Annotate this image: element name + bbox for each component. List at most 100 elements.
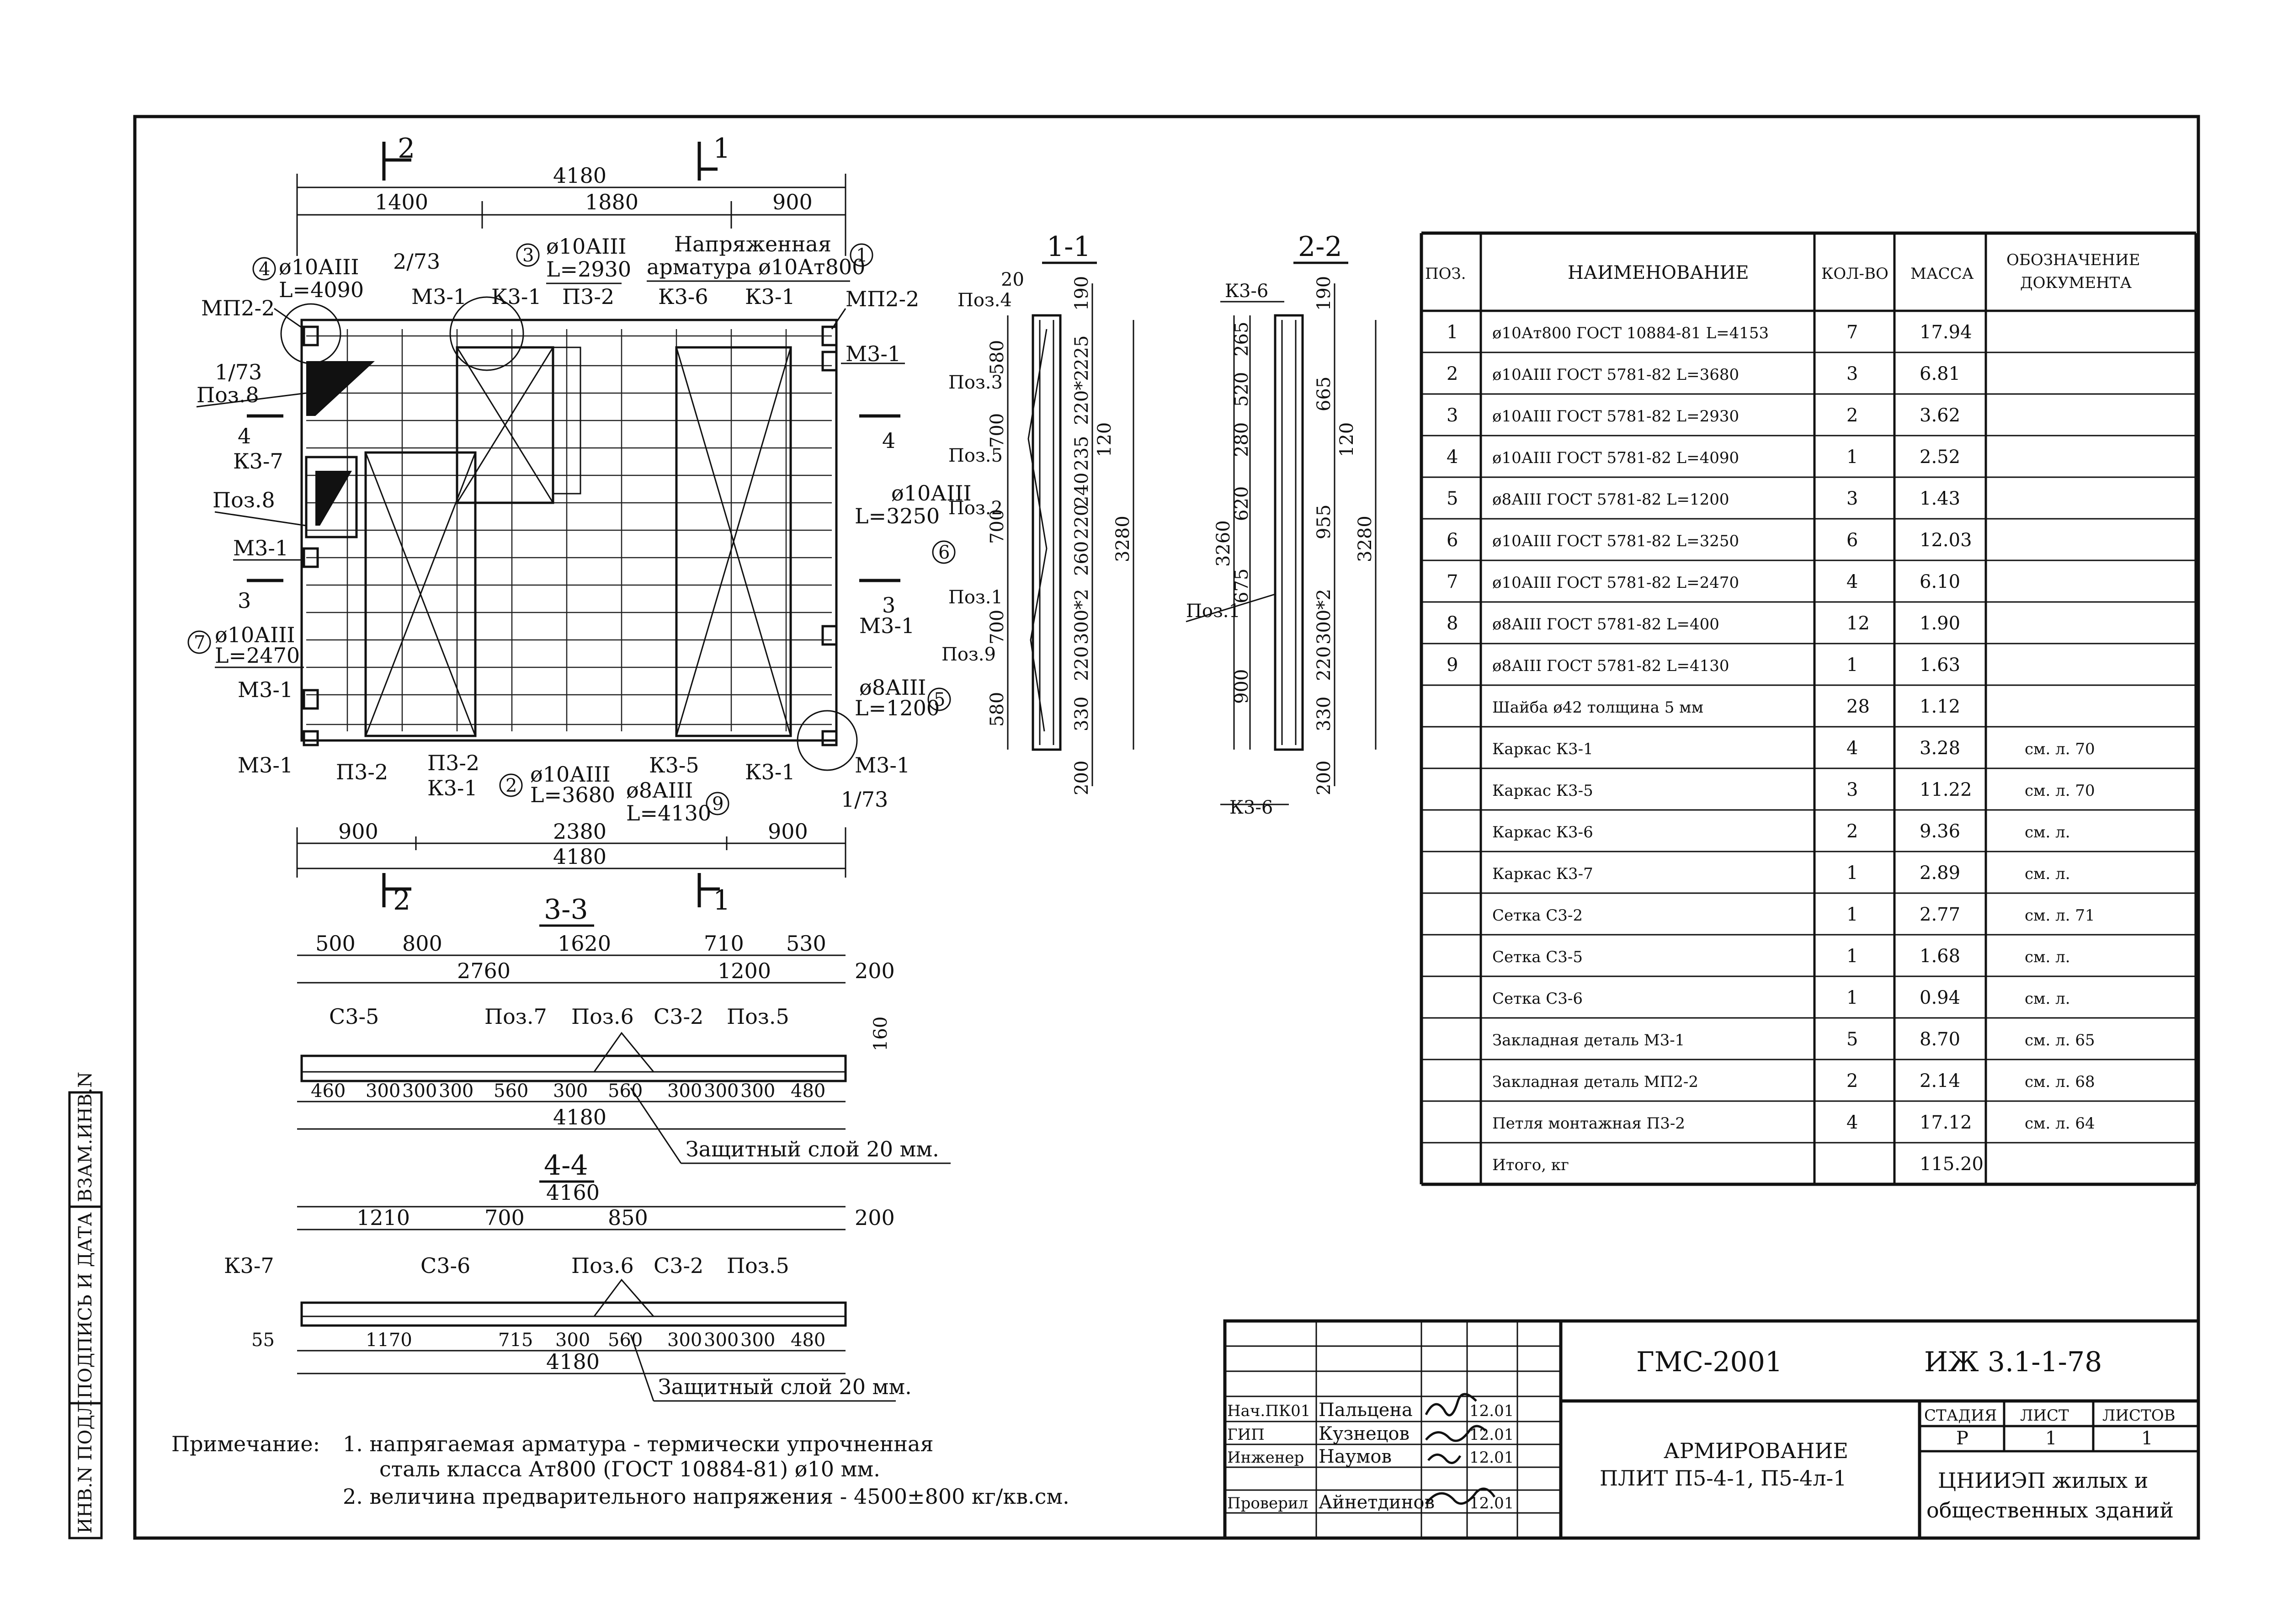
row-5-qty: 3 — [1846, 488, 1858, 509]
s44-label-c3-6: С3-6 — [420, 1253, 470, 1278]
row-19-mass: 2.14 — [1920, 1070, 1960, 1092]
row-2-pos: 2 — [1447, 363, 1458, 384]
section-mark-2-bottom: 2 — [393, 884, 410, 916]
s11-right-dim-7: 260 — [1071, 541, 1092, 576]
row-14-name: Каркас К3-7 — [1492, 865, 1593, 883]
row-10-qty: 28 — [1846, 696, 1870, 717]
side-stamp: ИНВ.N ПОДЛ ПОДПИСЬ И ДАТА ВЗАМ.ИНВ.N — [68, 1072, 103, 1539]
row-1-qty: 7 — [1846, 322, 1858, 343]
s11-right-dim-4: 235 — [1071, 436, 1092, 471]
row-21-mass: 115.20 — [1920, 1154, 1984, 1175]
row-8-qty: 12 — [1846, 613, 1870, 634]
row-1-name: ø10Ат800 ГОСТ 10884-81 L=4153 — [1492, 324, 1769, 342]
s22-total: 3280 — [1355, 516, 1376, 562]
callout-pos6: ø10АIII — [891, 481, 972, 506]
section-1-1-title: 1-1 — [1047, 231, 1091, 263]
s22-right-dim-5: 220 — [1314, 646, 1335, 681]
section-cut-3-right: 3 — [882, 593, 895, 618]
s11-right-dim-5: 240 — [1071, 473, 1092, 507]
stage-header: СТАДИЯ — [1924, 1406, 1997, 1425]
row-18-mass: 8.70 — [1920, 1029, 1960, 1050]
row-9-name: ø8АIII ГОСТ 5781-82 L=4130 — [1492, 657, 1729, 675]
callout-pos2-len: L=3680 — [530, 783, 615, 807]
row-8-pos: 8 — [1447, 613, 1458, 634]
s33-top2-dim-3: 200 — [855, 958, 895, 983]
label-m3-1-l3: М3-1 — [238, 753, 293, 777]
s22-right-dim-4: 300*2 — [1314, 589, 1335, 644]
s11-left-dim-2: 700 — [987, 413, 1008, 448]
title-block: Нач.ПК01 Пальцена 12.01 ГИП Кузнецов 12.… — [1223, 1319, 2200, 1540]
s33-bottom-dim-10: 300 — [740, 1081, 775, 1102]
s44-label-poz5: Поз.5 — [727, 1253, 789, 1278]
row-20-qty: 4 — [1846, 1112, 1858, 1133]
notes-line-2: сталь класса Ат800 (ГОСТ 10884-81) ø10 м… — [379, 1457, 880, 1481]
s11-left-dim-5: 580 — [987, 692, 1008, 727]
s11-left-dim-3: 700 — [987, 509, 1008, 544]
s33-bottom-dim-6: 300 — [553, 1081, 588, 1102]
s11-label-poz4: Поз.4 — [957, 290, 1012, 311]
row-20-name: Петля монтажная П3-2 — [1492, 1114, 1685, 1133]
section-4-4: 4-4 4160 1210 700 850 200 К3-7 С3-6 Поз.… — [224, 1150, 912, 1402]
row-19-qty: 2 — [1846, 1070, 1858, 1092]
row-3-pos: 3 — [1447, 405, 1458, 426]
s33-top2-dim-2: 1200 — [718, 958, 771, 983]
row-9-qty: 1 — [1846, 655, 1858, 676]
row-8-name: ø8АIII ГОСТ 5781-82 L=400 — [1492, 615, 1719, 634]
s11-right-dim-10: 330 — [1071, 697, 1092, 731]
signature-3 — [1427, 1454, 1462, 1464]
callout-prestress-2: арматура ø10Ат800 — [647, 255, 865, 279]
s22-right-dim-1: 190 — [1314, 276, 1335, 311]
dim-bottom-2: 2380 — [553, 819, 606, 844]
row-13-mass: 9.36 — [1920, 821, 1960, 842]
s33-bottom-dim-8: 300 — [667, 1081, 702, 1102]
row-15-name: Сетка С3-2 — [1492, 906, 1583, 925]
callout-pos9-len: L=4130 — [626, 801, 711, 825]
row-16-name: Сетка С3-5 — [1492, 948, 1583, 966]
circle-num-2: 2 — [505, 775, 517, 796]
label-1-73: 1/73 — [215, 360, 262, 384]
s22-left-dim-1: 265 — [1231, 322, 1252, 357]
callout-pos5: ø8АIII — [859, 675, 926, 700]
dim-top-2: 1880 — [585, 190, 638, 214]
s44-top-dim-3: 850 — [608, 1205, 648, 1230]
sheets-header: ЛИСТОВ — [2102, 1406, 2176, 1425]
sheet-frame — [133, 115, 2200, 1540]
row-16-doc: см. л. — [2025, 948, 2070, 966]
circle-num-7: 7 — [194, 632, 205, 653]
row-13-doc: см. л. — [2025, 823, 2070, 841]
label-m3-1-l2: М3-1 — [238, 677, 293, 702]
s11-right-extra: 120 — [1094, 422, 1115, 457]
row-4-mass: 2.52 — [1920, 447, 1960, 468]
th-name: НАИМЕНОВАНИЕ — [1568, 262, 1749, 283]
row-7-pos: 7 — [1447, 571, 1458, 592]
s11-right-dim-2: 225 — [1071, 335, 1092, 370]
s33-bottom-dim-9: 300 — [704, 1081, 739, 1102]
s22-right-dim-3: 955 — [1314, 505, 1335, 539]
s11-top-dim: 20 — [1001, 269, 1024, 290]
sig-name-3: Наумов — [1319, 1446, 1392, 1467]
s44-label-poz6: Поз.6 — [571, 1253, 634, 1278]
sig-date-4: 12.01 — [1469, 1494, 1514, 1512]
s33-bottom-dim-1: 460 — [311, 1081, 346, 1102]
row-18-qty: 5 — [1846, 1029, 1858, 1050]
label-m3-1-r1: М3-1 — [846, 341, 901, 366]
row-7-qty: 4 — [1846, 571, 1858, 592]
circle-num-6: 6 — [938, 542, 950, 563]
s44-bottom-dim-8: 300 — [740, 1330, 775, 1351]
project-code: ГМС-2001 — [1636, 1346, 1782, 1378]
stage-value: Р — [1956, 1428, 1968, 1449]
section-1-1: 1-1 20 580 700 700 700 580 190 225 220*2… — [942, 231, 1134, 795]
row-9-mass: 1.63 — [1920, 655, 1960, 676]
s33-label-c3-5: С3-5 — [329, 1004, 379, 1029]
row-3-name: ø10АIII ГОСТ 5781-82 L=2930 — [1492, 407, 1739, 426]
s44-bottom-dim-4: 300 — [555, 1330, 590, 1351]
s44-total-top: 4160 — [546, 1180, 600, 1205]
row-5-mass: 1.43 — [1920, 488, 1960, 509]
row-14-doc: см. л. — [2025, 865, 2070, 883]
s44-label-k3-7: К3-7 — [224, 1253, 274, 1278]
th-doc-1: ОБОЗНАЧЕНИЕ — [2006, 251, 2140, 269]
s11-right-dim-8: 300*2 — [1071, 589, 1092, 644]
plan-view: 4180 1400 1880 900 2 1 — [187, 133, 972, 916]
label-poz8-2: Поз.8 — [213, 488, 275, 512]
row-11-doc: см. л. 70 — [2025, 740, 2095, 758]
